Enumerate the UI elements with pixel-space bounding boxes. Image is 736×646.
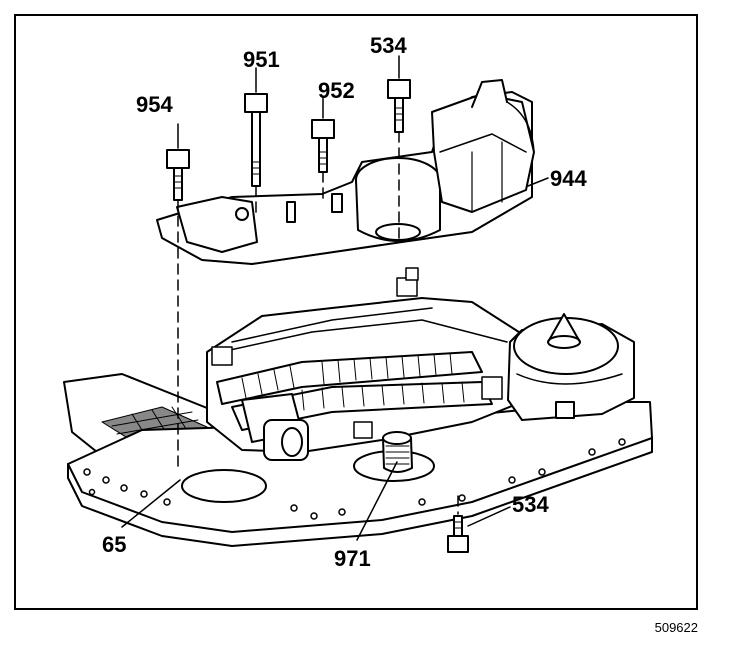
callout-971: 971 [334, 546, 371, 571]
bolt-534-bottom [447, 515, 469, 553]
base-plate-port-left [181, 469, 267, 503]
callout-954: 954 [136, 92, 173, 117]
alignment-lines [177, 131, 459, 515]
callout-944: 944 [550, 166, 587, 191]
filter-screen [382, 431, 413, 473]
callout-65: 65 [102, 532, 127, 557]
valve-body [63, 267, 653, 547]
callout-952: 952 [318, 78, 355, 103]
cover-assembly [156, 79, 535, 265]
leader-lines [121, 55, 549, 541]
callout-534-top: 534 [370, 33, 407, 58]
callout-951: 951 [243, 47, 280, 72]
figure-number: 509622 [654, 620, 698, 635]
exploded-view-illustration [63, 55, 653, 553]
bolt-954 [166, 149, 190, 201]
diagram-frame: 954 951 952 534 944 65 971 534 [14, 14, 698, 610]
callout-534-bottom: 534 [512, 492, 549, 517]
bolt-534-top [387, 79, 411, 133]
base-plate-edge [67, 437, 653, 547]
accumulator-pin [547, 313, 581, 343]
bolt-951 [244, 93, 268, 187]
bolt-952 [311, 119, 335, 173]
